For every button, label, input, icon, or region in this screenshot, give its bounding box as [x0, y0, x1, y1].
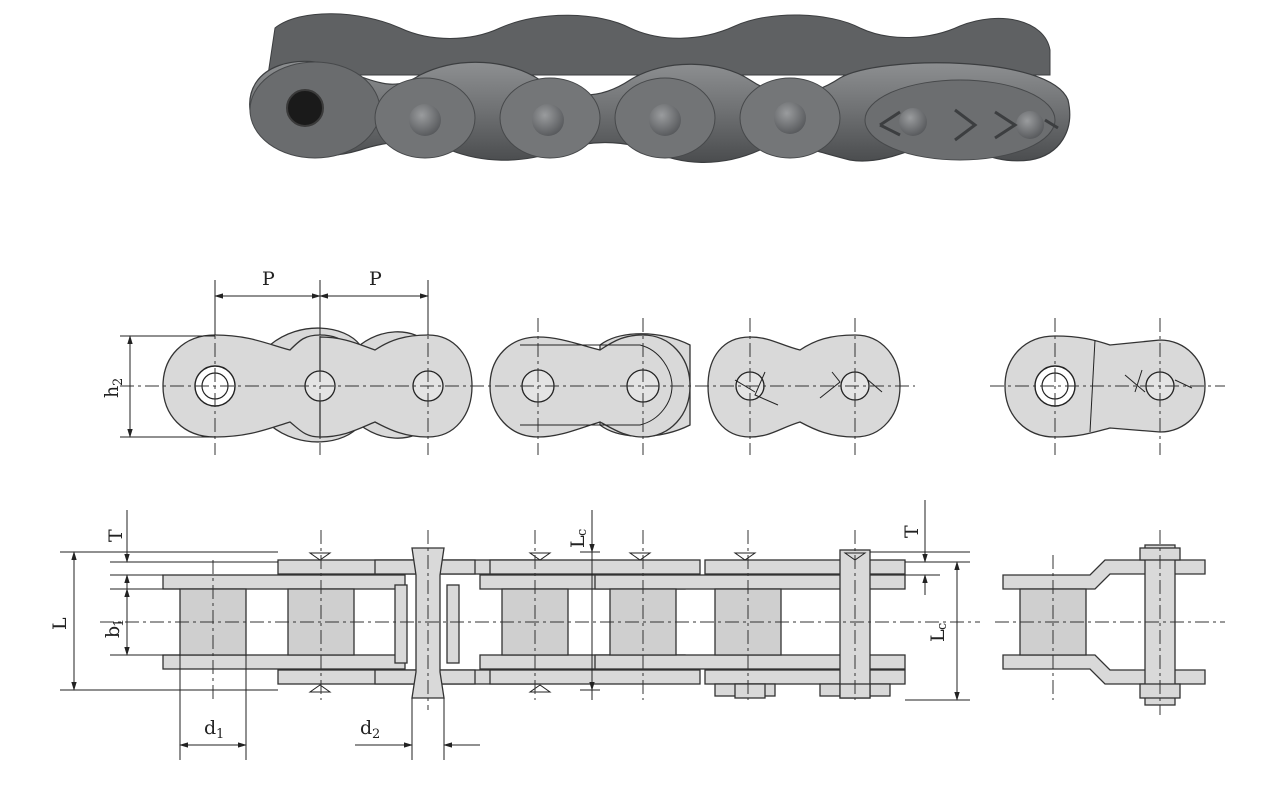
pitch-label: P [262, 268, 275, 290]
side-view: P P h 2 [101, 268, 915, 455]
outer-plate [704, 559, 906, 575]
inner-plate [162, 654, 406, 670]
photo-pin-head [649, 104, 681, 136]
connecting-width-subscript: c [935, 623, 950, 630]
inner-width-label: b [102, 626, 124, 638]
photo-hole [286, 89, 324, 127]
inner-plate [162, 574, 406, 590]
outer-plate [489, 669, 701, 685]
outer-plate [489, 559, 701, 575]
photo-pin-head [409, 104, 441, 136]
offset-link-view [990, 318, 1225, 455]
roller-dia-label: d [204, 717, 216, 739]
photo-pin-head [899, 108, 927, 136]
connecting-width-label: L [567, 535, 589, 548]
plate-height-subscript: 2 [111, 378, 126, 386]
photo-pin-head [532, 104, 564, 136]
plate-thickness-label: T [901, 525, 923, 538]
top-view: L T b 1 d 1 d 2 [49, 500, 980, 760]
pitch-label: P [369, 268, 382, 290]
pin-dia-subscript: 2 [372, 727, 380, 742]
outer-plate [704, 669, 906, 685]
photo-pin-head [774, 102, 806, 134]
pin [394, 584, 408, 664]
roller-dia-subscript: 1 [216, 727, 224, 742]
photo-plate-bulge [864, 79, 1056, 161]
connecting-width-label: L [927, 629, 949, 642]
plate-thickness-label: T [105, 529, 127, 542]
pin-head-rect [734, 683, 766, 699]
pin-dia-label: d [360, 717, 372, 739]
connecting-width-subscript: c [575, 529, 590, 536]
pin-head-mark [308, 552, 867, 561]
offset-link-top-view [995, 530, 1225, 715]
inner-width-subscript: 1 [112, 619, 127, 627]
plate-height-label: h [101, 386, 123, 398]
photo-cotter-pin [879, 108, 978, 142]
chain-photo [249, 13, 1071, 163]
photo-back-plates [267, 13, 1051, 76]
photo-cotter-pin [994, 110, 1059, 140]
cotter-pin [1124, 369, 1193, 393]
photo-pin-head [1016, 111, 1044, 139]
pin [446, 584, 460, 664]
overall-width-label: L [49, 617, 71, 630]
